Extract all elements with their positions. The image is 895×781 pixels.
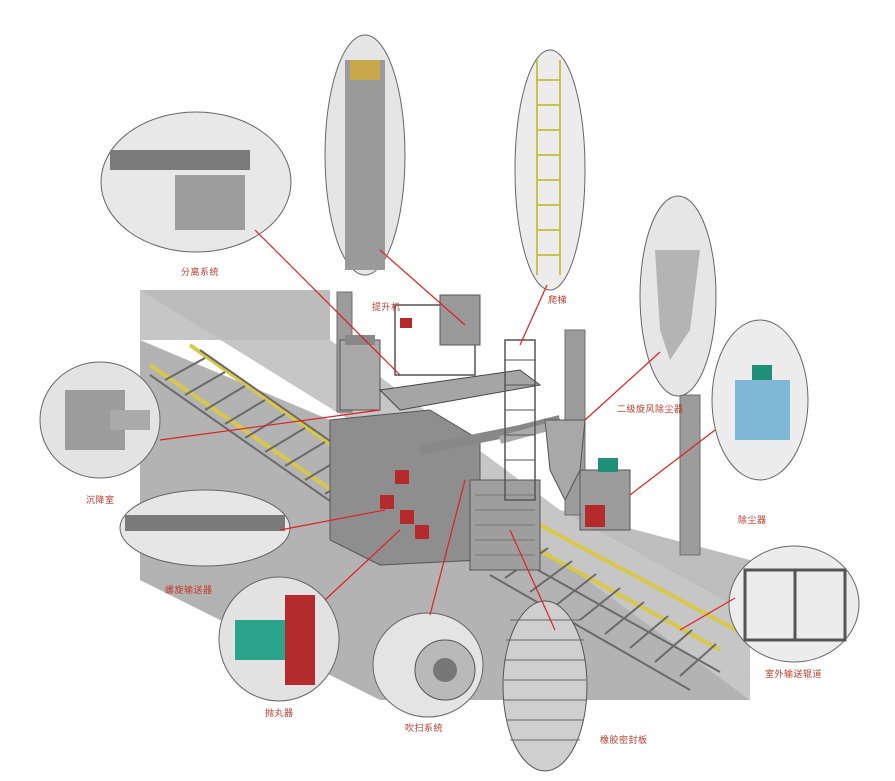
detail-screw-conveyor [119,489,291,567]
detail-elevator [324,34,406,276]
detail-separator [100,111,292,253]
label-seal-plate: 橡胶密封板 [600,736,648,746]
detail-seal-plate [502,600,588,772]
detail-ladder [514,49,586,291]
label-screw-conveyor: 螺旋输送器 [165,586,213,596]
detail-settling-chamber [39,361,161,479]
label-cyclone: 二级旋风除尘器 [617,405,684,415]
label-outdoor-conveyor: 室外输送辊道 [765,670,823,680]
detail-outdoor-conveyor [728,545,860,663]
detail-cyclone [639,195,717,397]
detail-dust-collector [711,319,809,481]
label-separator: 分离系统 [181,268,220,278]
label-blow-system: 吹扫系统 [405,724,444,734]
label-ladder: 爬梯 [548,296,568,306]
detail-blow-system [372,612,484,718]
blast-machine [329,294,631,571]
label-settling-chamber: 沉降室 [86,496,115,506]
detail-shot-blaster [218,576,340,702]
label-shot-blaster: 抛丸器 [265,709,294,719]
label-dust-collector: 除尘器 [738,516,767,526]
leader-lines [159,229,736,631]
label-elevator: 提升机 [372,303,401,313]
